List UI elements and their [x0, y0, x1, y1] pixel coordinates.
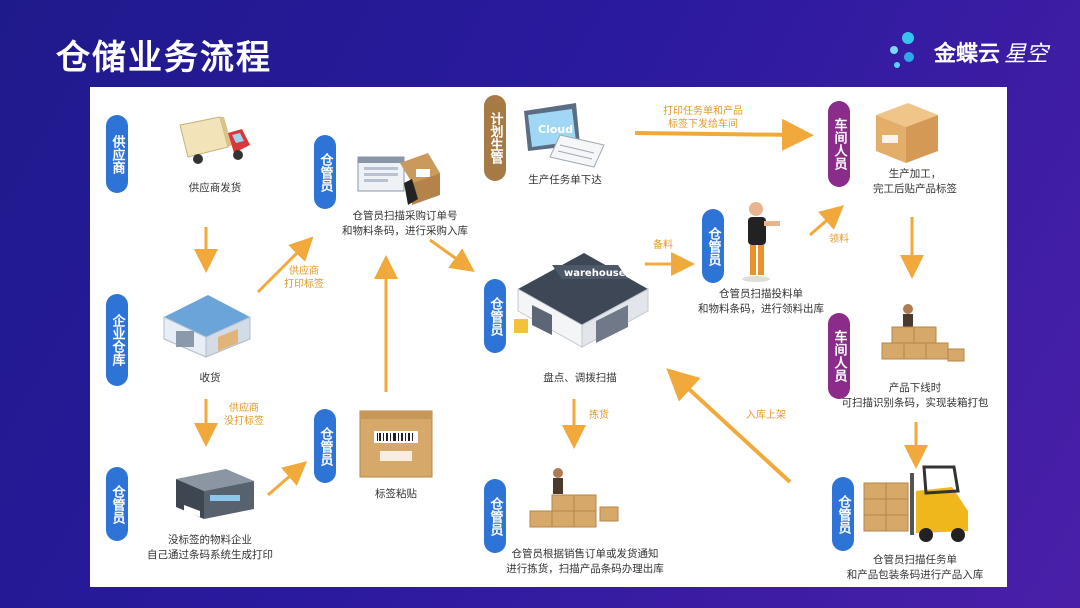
caption-pick-ship: 仓管员根据销售订单或发货通知 进行拣货，扫描产品条码办理出库 [506, 548, 664, 575]
cloud-computer-icon: Cloud [524, 103, 605, 168]
label-pick-material: 领料 [829, 234, 849, 245]
role-workshop-offline: 车间人员 [828, 313, 850, 399]
role-keeper-print: 仓管员 [106, 467, 128, 541]
role-keeper-issue: 仓管员 [702, 209, 724, 283]
warehouse-icon: warehouse [514, 253, 649, 348]
brand-dots-icon [889, 32, 930, 72]
arrow-task-to-workshop [634, 118, 814, 151]
label-inbound: 入库上架 [746, 410, 786, 421]
brand-sub: 星空 [1003, 42, 1048, 67]
caption-scan-po: 仓管员扫描采购订单号 和物料条码，进行采购入库 [342, 210, 468, 237]
arrow-receive-to-scan [256, 236, 314, 294]
role-keeper-finished: 仓管员 [832, 477, 854, 551]
caption-scan-issue: 仓管员扫描投料单 和物料条码，进行领料出库 [698, 288, 824, 315]
label-supplier-no-label: 供应商 没打标签 [224, 403, 264, 427]
role-keeper-inventory: 仓管员 [484, 279, 506, 353]
cloud-text: Cloud [538, 123, 573, 136]
label-print-task: 打印任务单和产品 标签下发给车间 [663, 106, 743, 130]
label-prepare: 备料 [653, 240, 673, 251]
caption-supplier-ship: 供应商发货 [188, 182, 242, 194]
role-keeper-label: 仓管员 [314, 409, 336, 483]
forklift-icon [863, 465, 968, 542]
arrow-keeper-to-workshop [809, 205, 845, 237]
role-supplier: 供应商 [106, 115, 128, 193]
role-keeper-scan: 仓管员 [314, 135, 336, 209]
warehouse-building-icon [163, 295, 251, 358]
labeled-box-icon [359, 410, 433, 478]
caption-no-label-print: 没标签的物料企业 自己通过条码系统生成打印 [147, 534, 273, 561]
arrow-scan-to-inventory [429, 238, 475, 272]
scanner-icon [357, 153, 440, 205]
warehouse-sign: warehouse [564, 268, 626, 279]
caption-finished-in: 仓管员扫描任务单 和产品包装条码进行产品入库 [846, 554, 984, 581]
role-enterprise-warehouse: 企业仓库 [106, 294, 128, 386]
brand-logo: 金蝶云星空 [889, 32, 1048, 72]
caption-label-attach: 标签粘贴 [375, 488, 417, 500]
packing-boxes-icon [881, 304, 965, 362]
brand-name: 金蝶云 [933, 42, 1000, 67]
arrow-finished-to-inventory [666, 368, 792, 484]
product-box-icon [876, 103, 938, 163]
arrow-print-to-label [267, 461, 308, 497]
role-workshop-process: 车间人员 [828, 101, 850, 187]
label-picking: 拣货 [589, 410, 609, 421]
caption-process-label: 生产加工， 完工后贴产品标签 [873, 168, 957, 195]
page-title: 仓储业务流程 [56, 38, 272, 78]
picking-boxes-icon [529, 468, 619, 528]
flow-diagram-panel: 供应商 仓管员 企业仓库 仓管员 仓管员 计划生管 仓管员 仓管员 仓管员 车间… [90, 87, 1007, 587]
caption-production-task: 生产任务单下达 [528, 174, 602, 186]
label-supplier-print: 供应商 打印标签 [284, 266, 324, 290]
keeper-person-icon [742, 202, 780, 282]
caption-offline-pack: 产品下线时 可扫描识别条码，实现装箱打包 [841, 382, 989, 409]
truck-icon [179, 116, 250, 164]
label-printer-icon [176, 469, 254, 519]
caption-inventory-scan: 盘点、调拨扫描 [543, 372, 617, 384]
role-production-planner: 计划生管 [484, 95, 506, 181]
flow-arrows [194, 118, 928, 497]
caption-receive: 收货 [199, 372, 221, 384]
role-keeper-pick: 仓管员 [484, 479, 506, 553]
